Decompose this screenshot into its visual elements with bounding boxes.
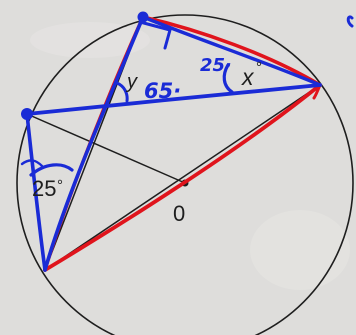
- angle-25-label: 25: [32, 176, 56, 201]
- blue-angle-arc-y: [115, 81, 129, 103]
- blue-chord-top-bottom: [43, 15, 145, 272]
- blue-chord-top-right: [141, 15, 322, 87]
- angle-x-degree-symbol: °: [256, 59, 262, 76]
- red-diameter: [43, 83, 322, 272]
- blue-chord-left-bottom: [25, 112, 47, 272]
- blue-edge-mark: [346, 15, 354, 28]
- blue-annotations: [20, 11, 322, 272]
- paper-texture: [250, 210, 350, 290]
- angle-x-label: x: [241, 64, 255, 90]
- center-label: 0: [173, 201, 185, 226]
- chord-left-inner: [26, 113, 186, 184]
- blue-chord-left-right: [25, 83, 322, 116]
- blue-right-angle-mark: [138, 20, 172, 50]
- angle-25-degree-symbol: °: [57, 177, 63, 194]
- circle: [16, 14, 354, 335]
- annotation-65-value: 65·: [144, 79, 181, 103]
- paper-texture: [30, 22, 150, 58]
- angle-y-label: y: [125, 71, 138, 93]
- red-chord-top-right: [141, 15, 322, 87]
- annotation-25-value: 25·: [200, 55, 232, 76]
- blue-vertex-left: [21, 108, 33, 120]
- blue-vertex-top: [137, 11, 149, 23]
- blue-angle-arc-25-inner: [20, 159, 44, 168]
- blue-angle-arc-25: [29, 163, 74, 177]
- blue-angle-arc-x: [222, 63, 234, 94]
- chord-bottom-right: [44, 84, 321, 271]
